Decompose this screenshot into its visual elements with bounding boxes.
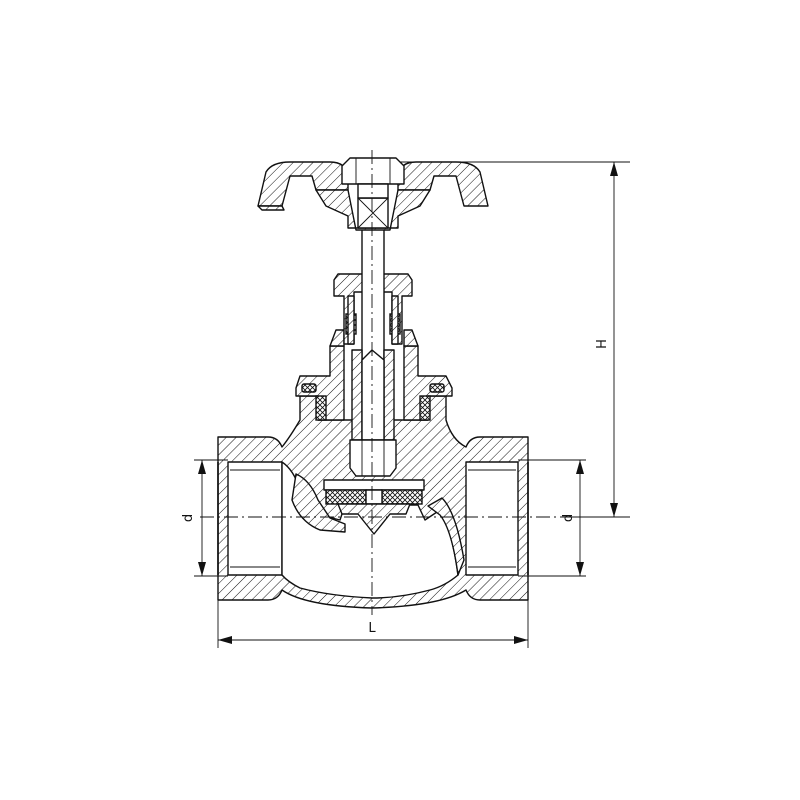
diameter-left-label: d bbox=[181, 514, 196, 522]
height-label: H bbox=[595, 339, 610, 349]
dimension-diameter-left: d bbox=[181, 459, 228, 577]
handwheel-nut bbox=[341, 157, 405, 185]
dimension-length: L bbox=[217, 600, 529, 648]
left-seal-ring bbox=[301, 383, 317, 393]
stem bbox=[349, 221, 397, 477]
right-seal-ring bbox=[429, 383, 445, 393]
bonnet bbox=[295, 329, 453, 421]
dimension-height: H bbox=[400, 161, 630, 518]
dimension-diameter-right: d bbox=[518, 459, 586, 577]
valve-disc bbox=[323, 479, 425, 535]
handwheel bbox=[257, 157, 489, 231]
gland-nut bbox=[333, 273, 413, 345]
length-label: L bbox=[368, 621, 376, 636]
disc-seal-right bbox=[381, 489, 423, 505]
diameter-right-label: d bbox=[561, 514, 576, 522]
disc-seal-left bbox=[325, 489, 367, 505]
